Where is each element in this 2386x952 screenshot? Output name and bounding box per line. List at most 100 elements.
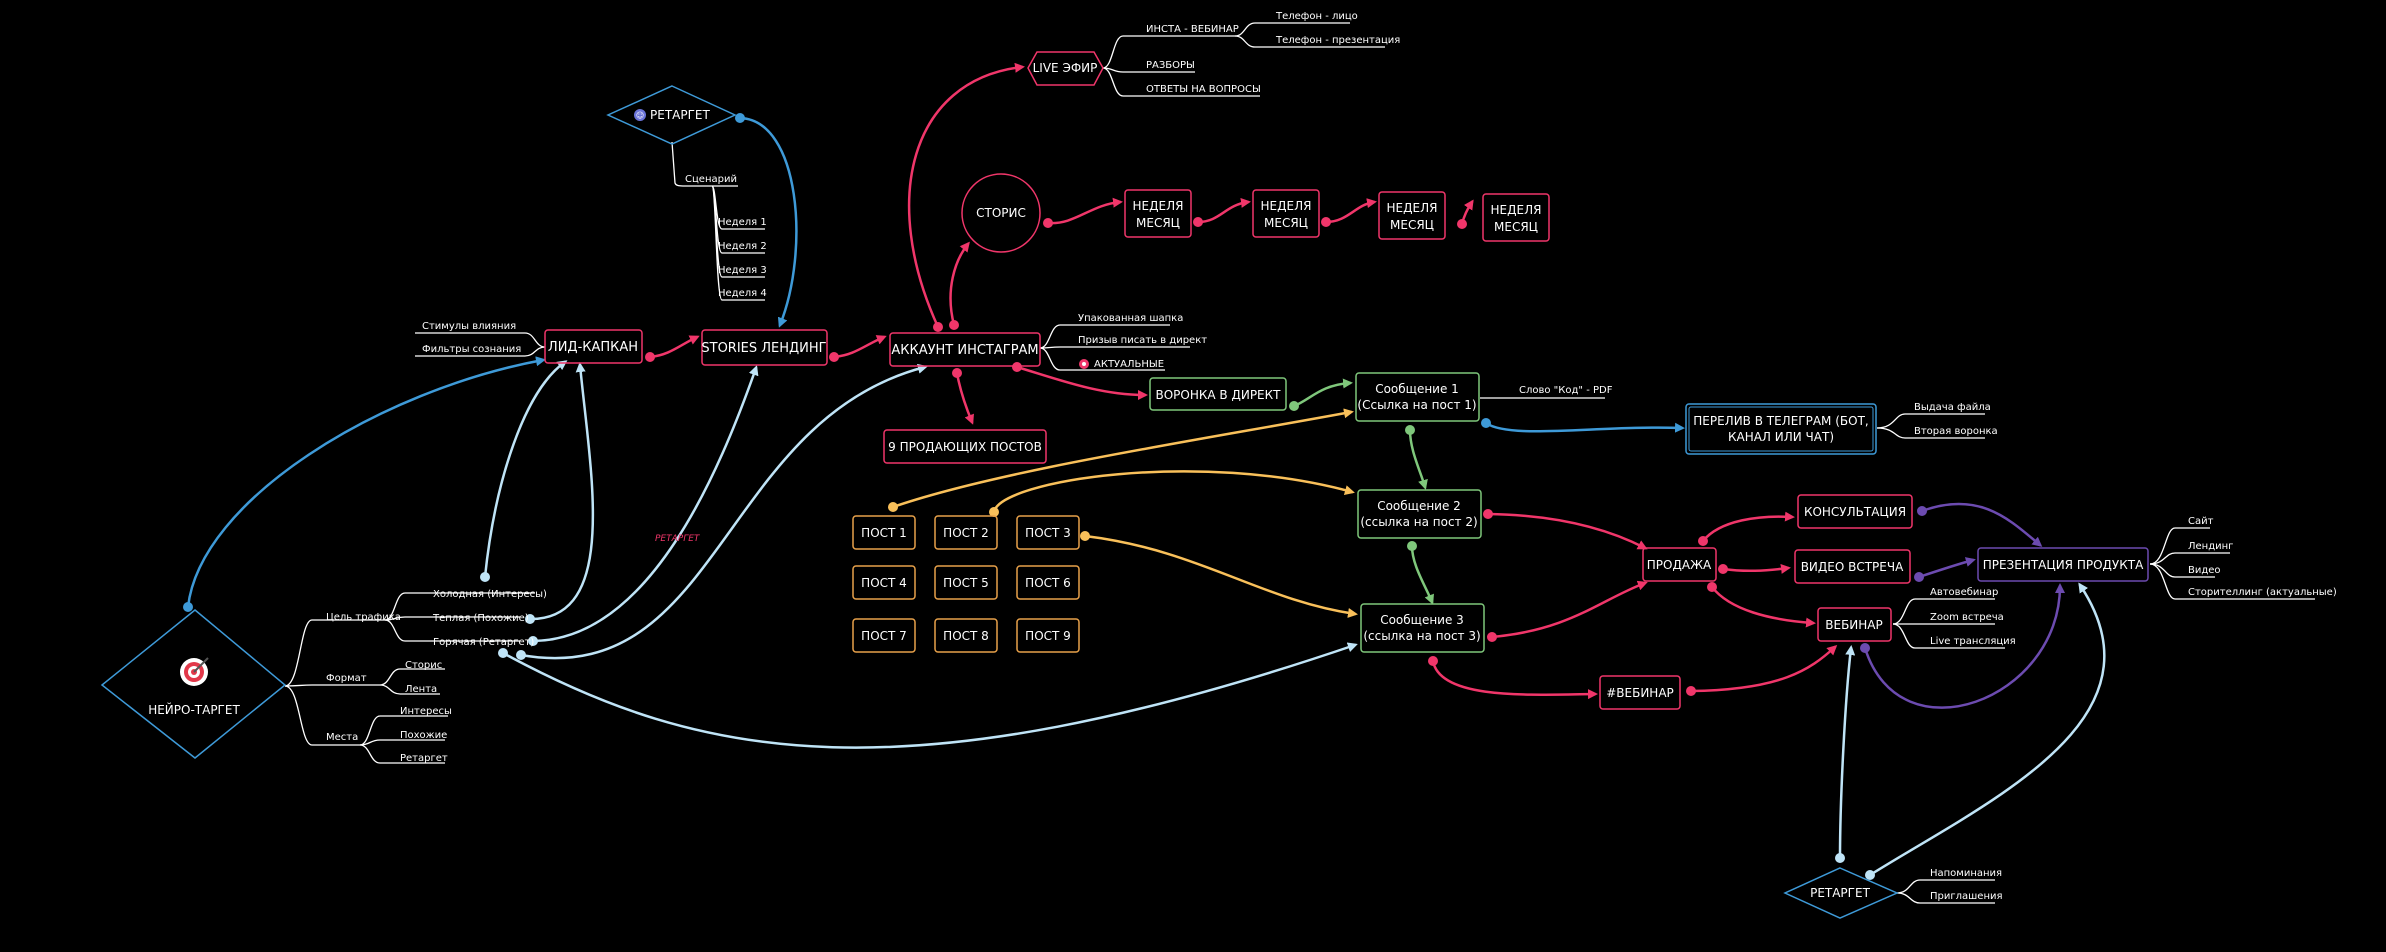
connector-post1-to-msg1	[891, 408, 1354, 509]
post-label: ПОСТ 8	[943, 629, 989, 643]
week3-node[interactable]: НЕДЕЛЯ МЕСЯЦ	[1378, 191, 1446, 240]
avtovebinar-label: Автовебинар	[1930, 587, 1998, 598]
format-label: Формат	[326, 673, 367, 684]
connector-msg3-to-hashvebinar	[1431, 659, 1598, 700]
post-node[interactable]: ПОСТ 1	[852, 515, 916, 550]
week4-node[interactable]: НЕДЕЛЯ МЕСЯЦ	[1482, 193, 1550, 242]
week1-node[interactable]: НЕДЕЛЯ МЕСЯЦ	[1124, 189, 1192, 238]
vtoraya-label: Вторая воронка	[1914, 426, 1998, 437]
aktualnye-label: АКТУАЛЬНЫЕ	[1094, 359, 1164, 370]
neiro-target-node[interactable]: НЕЙРО-ТАРГЕТ	[100, 609, 287, 759]
connector-cold-to-lid	[483, 360, 568, 579]
akkaunt-node[interactable]: АККАУНТ ИНСТАГРАМ	[889, 332, 1041, 367]
konsultaciya-node[interactable]: КОНСУЛЬТАЦИЯ	[1797, 494, 1913, 529]
lenta-label: Лента	[405, 684, 437, 695]
live-node[interactable]: LIVE ЭФИР	[1027, 51, 1104, 86]
post-node[interactable]: ПОСТ 9	[1016, 618, 1080, 653]
storis-format-label: Сторис	[405, 660, 442, 671]
voronka-node[interactable]: ВОРОНКА В ДИРЕКТ	[1149, 377, 1287, 411]
week2-line2: МЕСЯЦ	[1264, 216, 1308, 230]
filtry-label: Фильтры сознания	[422, 344, 521, 355]
lid-kapkan-node[interactable]: ЛИД-КАПКАН	[544, 329, 643, 364]
week3-line2: МЕСЯЦ	[1390, 218, 1434, 232]
posts-grid: ПОСТ 1 ПОСТ 2 ПОСТ 3 ПОСТ 4 ПОСТ 5 ПОСТ 6 ПОСТ…	[852, 515, 1080, 653]
vebinar-node[interactable]: ВЕБИНАР	[1817, 607, 1892, 642]
connector-hot-to-akkaunt	[519, 363, 928, 660]
post-label: ПОСТ 2	[943, 526, 989, 540]
svg-text:☺: ☺	[636, 111, 644, 120]
post-label: ПОСТ 1	[861, 526, 907, 540]
connector-stories-to-akkaunt	[832, 335, 887, 359]
prodazha-node[interactable]: ПРОДАЖА	[1642, 547, 1717, 582]
connector-akkaunt-to-voronka	[1015, 365, 1148, 400]
post-label: ПОСТ 3	[1025, 526, 1071, 540]
target-icon	[180, 657, 209, 686]
nedelya2-label: Неделя 2	[718, 241, 767, 252]
prezentaciya-node[interactable]: ПРЕЗЕНТАЦИЯ ПРОДУКТА	[1977, 547, 2149, 582]
connector-warm-to-stories	[531, 365, 759, 643]
cel-trafika-label: Цель трафика	[326, 612, 401, 623]
video-label: Видео	[2188, 565, 2221, 576]
akkaunt-label: АККАУНТ ИНСТАГРАМ	[891, 343, 1038, 358]
prizyv-label: Призыв писать в директ	[1078, 335, 1207, 346]
connector-msg3-to-prodazha	[1490, 580, 1648, 639]
post-node[interactable]: ПОСТ 6	[1016, 565, 1080, 600]
retarget-top-node[interactable]: ☺ РЕТАРГЕТ	[606, 85, 737, 145]
msg3-node[interactable]: Сообщение 3 (ссылка на пост 3)	[1360, 603, 1485, 653]
msg1-node[interactable]: Сообщение 1 (Ссылка на пост 1)	[1355, 372, 1480, 422]
holodnaya-label: Холодная (Интересы)	[433, 589, 547, 600]
connector-prodazha-to-konsultaciya	[1701, 511, 1795, 543]
connector-storis-to-week1	[1046, 197, 1123, 225]
prodayushchie-label: 9 ПРОДАЮЩИХ ПОСТОВ	[888, 440, 1042, 454]
msg2-node[interactable]: Сообщение 2 (ссылка на пост 2)	[1357, 489, 1482, 539]
post-node[interactable]: ПОСТ 5	[934, 565, 998, 600]
post-node[interactable]: ПОСТ 4	[852, 565, 916, 600]
prodayushchie-node[interactable]: 9 ПРОДАЮЩИХ ПОСТОВ	[883, 429, 1047, 464]
video-vstrecha-node[interactable]: ВИДЕО ВСТРЕЧА	[1794, 549, 1911, 584]
post-node[interactable]: ПОСТ 8	[934, 618, 998, 653]
live-label: LIVE ЭФИР	[1033, 61, 1098, 75]
zoom-label: Zoom встреча	[1930, 612, 2004, 623]
vydacha-label: Выдача файла	[1914, 402, 1991, 413]
stories-landing-node[interactable]: STORIES ЛЕНДИНГ	[701, 329, 828, 366]
otvety-label: ОТВЕТЫ НА ВОПРОСЫ	[1146, 84, 1261, 95]
connector-lid-to-stories	[648, 335, 700, 359]
nedelya4-label: Неделя 4	[718, 288, 767, 299]
connector-akkaunt-to-9posts	[955, 371, 974, 425]
week4-line1: НЕДЕЛЯ	[1491, 203, 1542, 217]
retarget-top-label: РЕТАРГЕТ	[650, 108, 710, 122]
connector-retarget-bottom-to-vebinar	[1838, 645, 1856, 860]
post-label: ПОСТ 4	[861, 576, 907, 590]
nedelya3-label: Неделя 3	[718, 265, 767, 276]
post-node[interactable]: ПОСТ 7	[852, 618, 916, 653]
connector-msg2-to-msg3	[1410, 544, 1434, 605]
connector-post2-to-msg2	[992, 470, 1355, 514]
prezentaciya-label: ПРЕЗЕНТАЦИЯ ПРОДУКТА	[1983, 558, 2144, 572]
pereliv-node[interactable]: ПЕРЕЛИВ В ТЕЛЕГРАМ (БОТ, КАНАЛ ИЛИ ЧАТ)	[1685, 403, 1877, 455]
storis-node[interactable]: СТОРИС	[961, 173, 1041, 253]
retarget-mesta-label: Ретаргет	[400, 753, 448, 764]
week4-line2: МЕСЯЦ	[1494, 220, 1538, 234]
post-label: ПОСТ 9	[1025, 629, 1071, 643]
hash-vebinar-node[interactable]: #ВЕБИНАР	[1599, 675, 1681, 710]
mesta-label: Места	[326, 732, 358, 743]
connector-prodazha-to-vebinar	[1710, 585, 1816, 628]
post-label: ПОСТ 6	[1025, 576, 1071, 590]
pereliv-line2: КАНАЛ ИЛИ ЧАТ)	[1728, 430, 1834, 444]
post-node[interactable]: ПОСТ 3	[1016, 515, 1080, 550]
connector-retarget-bottom-to-prezentaciya	[1868, 582, 2106, 877]
post-node[interactable]: ПОСТ 2	[934, 515, 998, 550]
retarget-bottom-label: РЕТАРГЕТ	[1810, 886, 1870, 900]
msg2-line1: Сообщение 2	[1377, 499, 1461, 513]
stimuly-label: Стимулы влияния	[422, 321, 516, 332]
connector-neiro-to-lid	[186, 356, 546, 609]
connector-konsultaciya-to-prezentaciya	[1920, 502, 2043, 547]
connector-msg1-to-msg2	[1408, 428, 1428, 490]
week1-line2: МЕСЯЦ	[1136, 216, 1180, 230]
voronka-label: ВОРОНКА В ДИРЕКТ	[1156, 388, 1282, 402]
week2-node[interactable]: НЕДЕЛЯ МЕСЯЦ	[1252, 189, 1320, 238]
connector-akkaunt-to-storis	[949, 241, 970, 327]
retarget-bottom-node[interactable]: РЕТАРГЕТ	[1783, 867, 1899, 919]
connector-hashvebinar-to-vebinar	[1689, 644, 1838, 693]
